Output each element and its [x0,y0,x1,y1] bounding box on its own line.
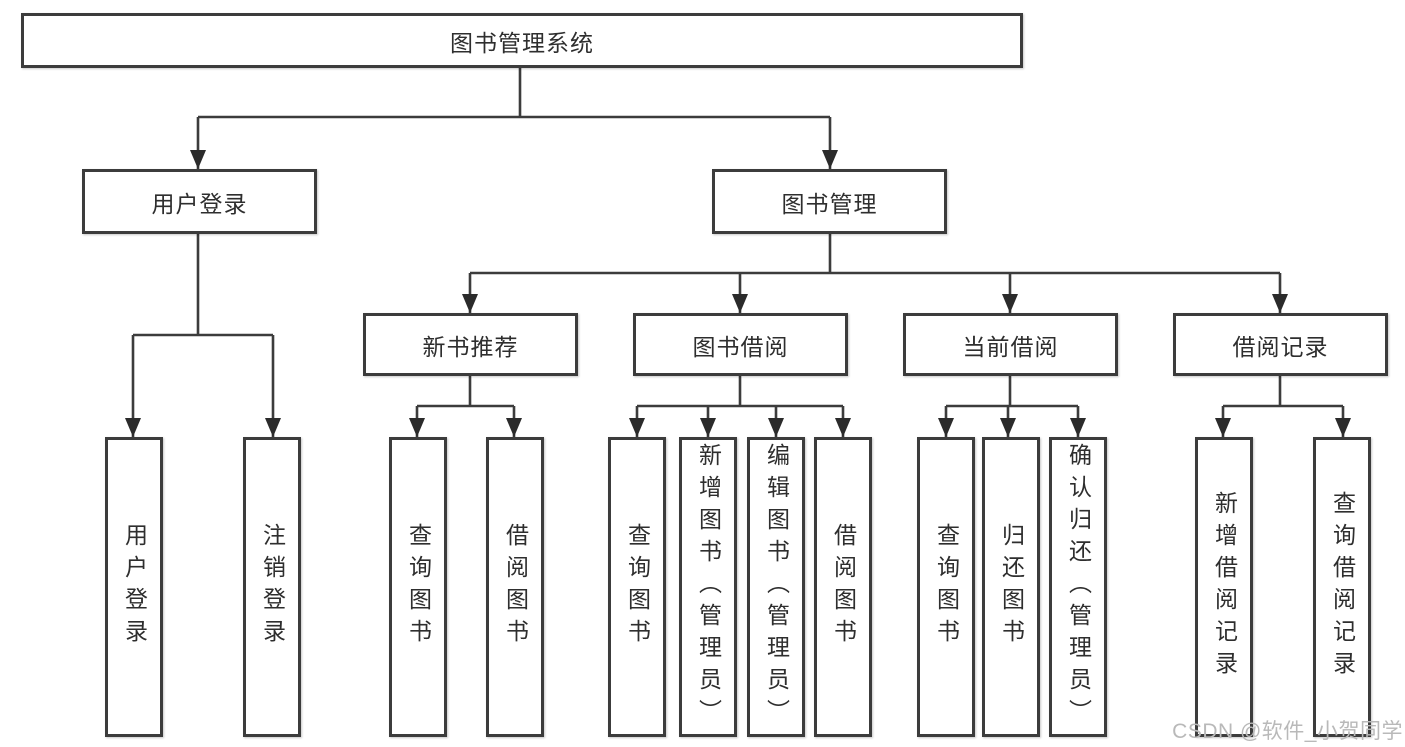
leaf-label: 借阅图书 [830,523,857,651]
csdn-watermark: CSDN @软件_小贺同学 [1172,720,1403,743]
leaf-label: 确认归还（管理员） [1065,443,1092,731]
leaf-user-login-action: 用户登录 [105,437,163,737]
leaf-label: 借阅图书 [502,523,529,651]
leaf-query-books-borrow: 查询图书 [608,437,666,737]
leaf-label: 新增借阅记录 [1211,491,1238,683]
leaf-label: 查询图书 [933,523,960,651]
leaf-label: 注销登录 [259,523,286,651]
leaf-label: 用户登录 [121,523,148,651]
leaf-borrow-books-borrow: 借阅图书 [814,437,872,737]
node-new-book-recommend: 新书推荐 [363,313,578,376]
leaf-add-books-admin: 新增图书（管理员） [679,437,737,737]
node-user-login: 用户登录 [82,169,317,234]
leaf-query-books-current: 查询图书 [917,437,975,737]
node-current-borrow: 当前借阅 [903,313,1118,376]
leaf-label: 查询图书 [624,523,651,651]
leaf-logout-action: 注销登录 [243,437,301,737]
leaf-query-books-recommend: 查询图书 [389,437,447,737]
node-book-borrow: 图书借阅 [633,313,848,376]
leaf-label: 查询借阅记录 [1329,491,1356,683]
leaf-query-borrow-record: 查询借阅记录 [1313,437,1371,737]
leaf-label: 归还图书 [998,523,1025,651]
node-root-system: 图书管理系统 [21,13,1023,68]
leaf-return-books: 归还图书 [982,437,1040,737]
tree-edges [131,68,1345,437]
leaf-borrow-books-recommend: 借阅图书 [486,437,544,737]
leaf-label: 查询图书 [405,523,432,651]
leaf-label: 编辑图书（管理员） [763,443,790,731]
leaf-add-borrow-record: 新增借阅记录 [1195,437,1253,737]
leaf-label: 新增图书（管理员） [695,443,722,731]
leaf-confirm-return-admin: 确认归还（管理员） [1049,437,1107,737]
node-borrow-records: 借阅记录 [1173,313,1388,376]
node-book-management: 图书管理 [712,169,947,234]
leaf-edit-books-admin: 编辑图书（管理员） [747,437,805,737]
